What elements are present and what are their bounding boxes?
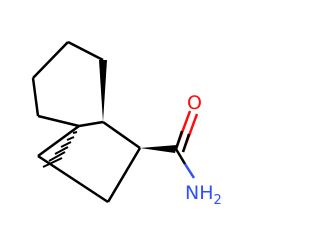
bond-ring-lower-left (37, 124, 80, 158)
bond-ring-top (67, 40, 104, 62)
bond-carbonyl-1-dark (174, 130, 184, 150)
bond-ring-bottom-left (37, 114, 80, 128)
oxygen-atom-label: O (187, 92, 202, 114)
bond-carbonyl-2-dark (181, 133, 191, 153)
amine-subscript: 2 (214, 193, 222, 208)
bond-fusion (78, 120, 104, 128)
amine-label: NH (185, 182, 214, 204)
bond-ring-lower-right (106, 147, 142, 203)
bond-ring-upper-right (102, 120, 141, 150)
bond-ring-lower-bottom (37, 154, 109, 204)
bond-ring-left (31, 77, 40, 117)
stereo-wedge-hashed (42, 126, 80, 168)
stereo-wedge-bold (99, 60, 107, 122)
bond-ring-top-left (32, 41, 69, 79)
stereo-wedge-bold (140, 145, 177, 153)
bond-c-n-dark (174, 148, 187, 165)
chemical-structure-diagram: O NH2 (31, 40, 222, 208)
nitrogen-atom-label: NH2 (185, 182, 222, 208)
bond-c-n (183, 163, 196, 179)
